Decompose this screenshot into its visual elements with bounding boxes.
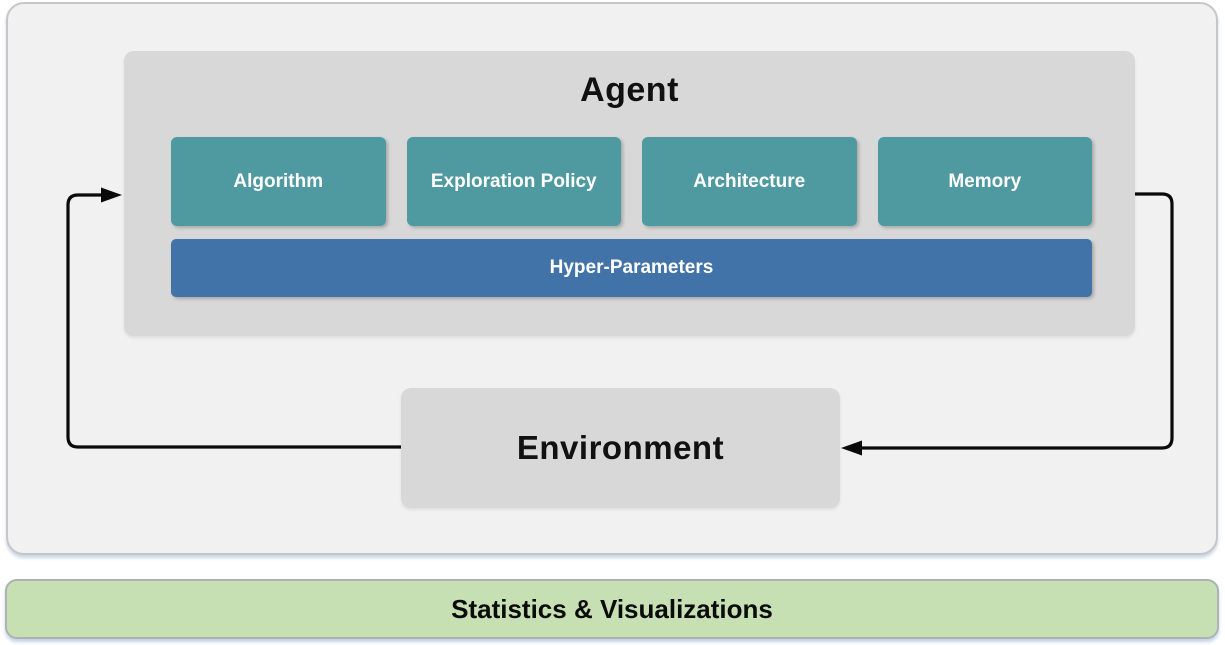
exploration-policy-box: Exploration Policy [406,137,621,226]
hyper-parameters-bar: Hyper-Parameters [171,239,1092,297]
agent-component-row: Algorithm Exploration Policy Architectur… [171,137,1092,226]
statistics-visualizations-bar: Statistics & Visualizations [5,579,1219,639]
architecture-box: Architecture [642,137,857,226]
environment-title: Environment [516,429,725,466]
statistics-visualizations-title: Statistics & Visualizations [451,593,773,624]
agent-title: Agent [580,71,679,109]
agent-container: Agent Algorithm Exploration Policy Archi… [124,51,1135,336]
algorithm-box: Algorithm [171,137,386,226]
environment-box: Environment [401,388,840,508]
memory-box: Memory [877,137,1092,226]
